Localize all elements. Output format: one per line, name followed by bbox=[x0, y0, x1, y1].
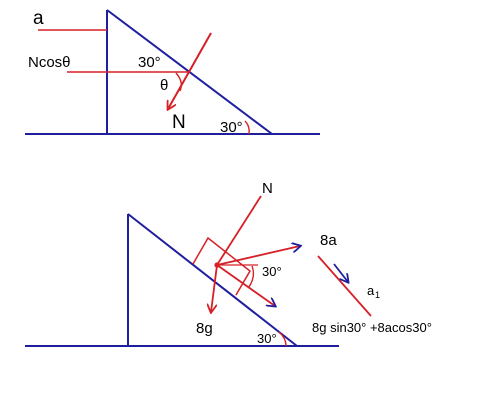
theta-arc bbox=[175, 72, 183, 92]
force-formula: 8g sin30° +8acos30° bbox=[312, 320, 432, 335]
label-a: a bbox=[33, 8, 44, 29]
bottom-wedge bbox=[127, 213, 298, 347]
label-a1: a bbox=[367, 283, 375, 298]
angle-label-block: 30° bbox=[262, 264, 282, 279]
label-ncos-theta: Ncosθ bbox=[28, 54, 71, 71]
top-diagram: a Ncosθ 30° θ N 30° bbox=[25, 8, 320, 136]
force-8a-arrow bbox=[216, 246, 300, 266]
block-angle-arc bbox=[248, 265, 255, 288]
label-n-top: N bbox=[172, 112, 186, 133]
gravity-8g-arrow bbox=[211, 264, 218, 312]
angle-label-top-base: 30° bbox=[220, 119, 243, 136]
label-8a: 8a bbox=[320, 232, 337, 249]
label-8g: 8g bbox=[196, 320, 213, 337]
top-base-angle-arc bbox=[244, 120, 250, 135]
incline-component-arrow bbox=[216, 264, 275, 306]
angle-label-bottom-base: 30° bbox=[257, 331, 277, 346]
label-n-bottom: N bbox=[262, 180, 273, 197]
angle-label-top: 30° bbox=[138, 54, 161, 71]
bottom-diagram: N 8a 30° a 1 8g 8g sin30° +8acos30° 30° bbox=[25, 180, 432, 347]
bottom-base-angle-arc bbox=[278, 331, 287, 347]
label-a1-subscript: 1 bbox=[375, 290, 380, 300]
normal-force-arrow bbox=[168, 32, 212, 109]
normal-force-n-arrow bbox=[216, 195, 262, 266]
label-theta: θ bbox=[160, 77, 168, 94]
acceleration-a1-arrow bbox=[317, 255, 372, 317]
acceleration-a1-head bbox=[333, 263, 348, 282]
